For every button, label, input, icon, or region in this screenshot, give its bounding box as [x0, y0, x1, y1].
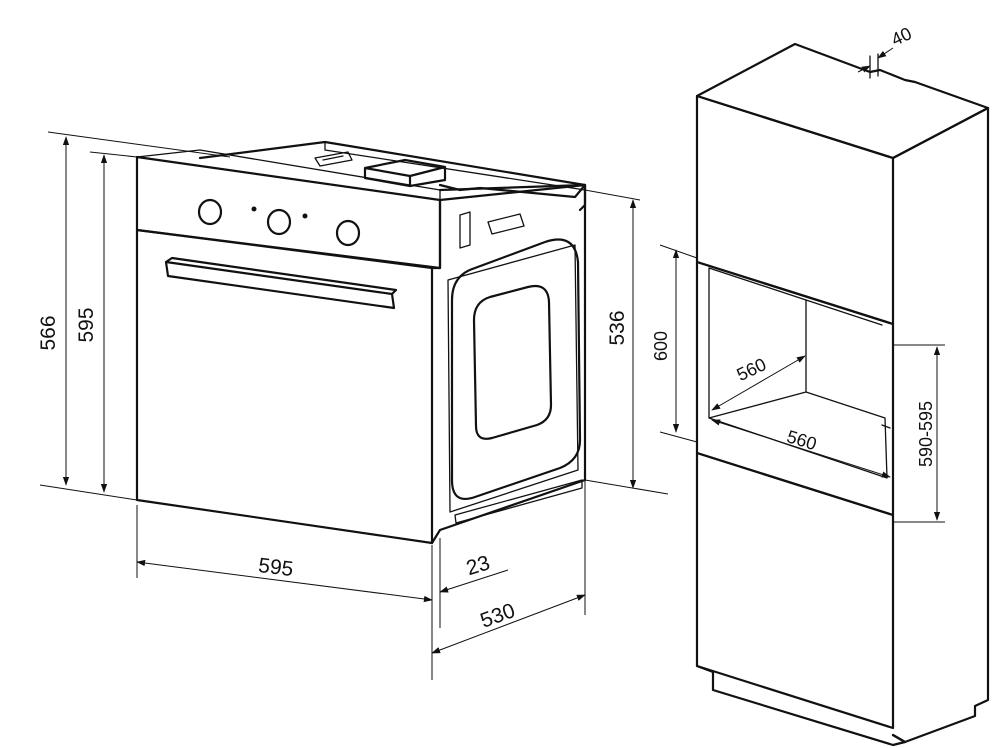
oven-top-surface [198, 140, 587, 199]
dim-oven-width: 595 [257, 554, 295, 581]
oven-top-back-edge [324, 141, 586, 191]
dim-oven-height-front: 595 [75, 307, 98, 342]
oven-side-bracket [459, 211, 525, 249]
niche-shelf-notch [881, 424, 891, 429]
door-handle [164, 256, 398, 310]
dim-oven-slot-height: 590-595 [916, 401, 936, 467]
oven-side-inner-frame [447, 244, 579, 513]
oven-top-connector [314, 151, 353, 167]
dim-niche-height: 600 [651, 331, 671, 361]
cabinet-niche-frame [695, 260, 895, 517]
niche-back-edge [805, 299, 883, 326]
knob-left-icon [197, 198, 223, 226]
dim-niche-depth: 560 [784, 426, 819, 454]
cabinet-upper-door [695, 94, 895, 326]
oven-side-panel [430, 183, 587, 545]
dim-oven-height-body: 536 [606, 310, 629, 345]
control-knobs [197, 198, 361, 247]
cabinet-lower-door [695, 451, 895, 730]
cabinet-dimensions: 40 600 560 560 590-595 [651, 23, 945, 523]
oven-vent-box [363, 158, 447, 188]
indicator-light-icon [302, 213, 308, 219]
cabinet-right-side [891, 106, 990, 744]
knob-middle-icon [266, 208, 292, 236]
oven-side-window-inner [472, 284, 553, 440]
oven-bottom-rail [454, 479, 583, 524]
dim-ventilation-gap: 40 [888, 23, 915, 50]
cabinet-plinth [695, 664, 907, 747]
knob-right-icon [335, 219, 361, 247]
oven-side-window-outer [450, 238, 582, 501]
control-panel-top-lip [136, 149, 441, 201]
indicator-light-icon [251, 206, 257, 212]
dim-oven-depth: 530 [477, 599, 518, 633]
cabinet [695, 42, 990, 747]
dim-oven-height-outer: 566 [37, 315, 60, 350]
oven [135, 140, 587, 545]
vent-gap-marker [869, 53, 879, 79]
oven-dimensions: 566 595 536 595 23 530 [37, 131, 669, 680]
